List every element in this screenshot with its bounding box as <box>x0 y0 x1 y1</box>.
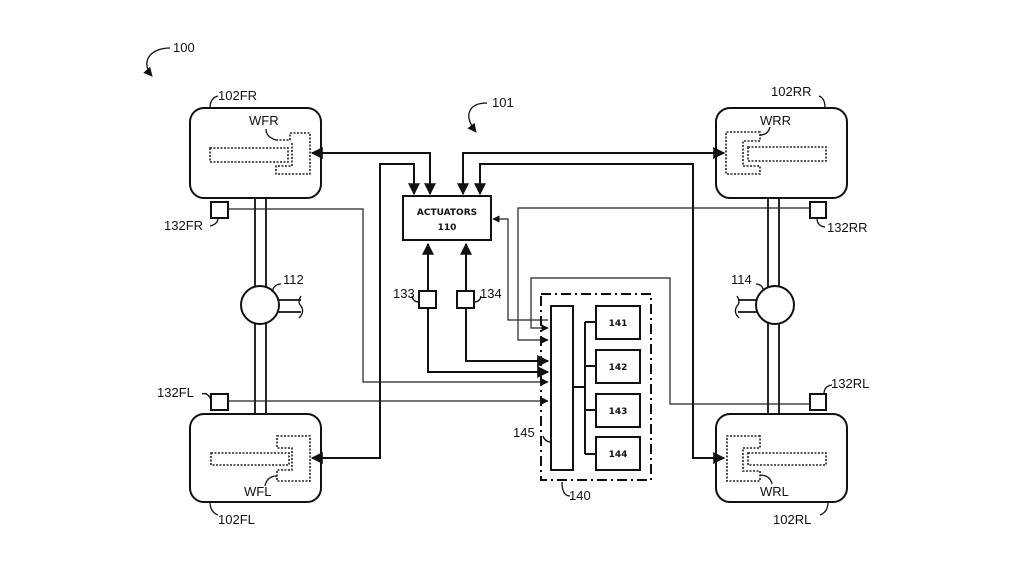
system-ref-label: 100 <box>173 40 195 55</box>
controller-140: 141 142 143 144 145 140 <box>513 293 652 503</box>
sensor-label: 132RL <box>831 376 869 391</box>
wheel-hub-icon <box>275 132 311 175</box>
sensor-134: 134 <box>456 242 550 367</box>
actuators-block: ACTUATORS 110 <box>402 195 492 241</box>
wheel-module-front-left: WFL 102FL <box>189 413 322 527</box>
system-ref-leader-arrow <box>143 47 171 77</box>
wheel-module-rear-left: WRL 102RL <box>715 413 848 527</box>
front-axle <box>254 198 267 414</box>
wheel-label: WRR <box>760 113 791 128</box>
controller-boundary <box>540 293 652 481</box>
actuators-title: ACTUATORS <box>417 208 477 218</box>
wheel-label: WRL <box>760 484 789 499</box>
sensor-label: 134 <box>480 286 502 301</box>
wheel-module-front-right: WFR 102FR <box>189 88 322 199</box>
wheel-shaft-icon <box>210 452 290 466</box>
bus-ref-label: 145 <box>513 425 535 440</box>
module-label: 142 <box>609 363 628 373</box>
sensor-wires <box>228 207 810 405</box>
wheel-hub-icon <box>276 435 311 482</box>
system-reference: 100 <box>143 40 195 77</box>
module-144 <box>595 436 641 471</box>
controller-bus <box>550 305 574 471</box>
module-label: 144 <box>609 450 628 460</box>
rear-differential-circle <box>755 285 795 325</box>
wheel-module-ref: 102RL <box>773 512 811 527</box>
sensor-box <box>809 201 827 219</box>
module-143 <box>595 393 641 428</box>
actuator-wires <box>310 147 726 464</box>
wheel-sensor-rear-left: 132RL <box>809 376 869 411</box>
sensor-133: 133 <box>393 242 550 378</box>
rear-differential-label: 114 <box>731 272 752 287</box>
rear-axle <box>767 198 780 414</box>
sensor-box <box>456 290 475 309</box>
subsystem-ref-leader-arrow <box>467 102 488 133</box>
wheel-sensor-rear-right: 132RR <box>809 201 867 235</box>
wheel-module-ref: 102FR <box>218 88 257 103</box>
wheel-module-rear-right: WRR 102RR <box>715 84 848 199</box>
front-differential-label: 112 <box>283 272 304 287</box>
wire-132rl <box>530 277 810 405</box>
wire-actuator-fr <box>310 147 436 196</box>
sensor-label: 133 <box>393 286 415 301</box>
wheel-shaft-icon <box>747 452 827 466</box>
sensor-label: 132FR <box>164 218 203 233</box>
wire-132rr <box>517 207 810 344</box>
subsystem-ref-label: 101 <box>492 95 514 110</box>
wheel-label: WFL <box>244 484 271 499</box>
wheel-module-ref: 102FL <box>218 512 255 527</box>
actuators-box <box>402 195 492 241</box>
wire-controller-actuators <box>492 215 548 321</box>
wheel-sensor-front-right: 132FR <box>164 201 229 233</box>
wire-132fr <box>228 208 549 386</box>
sensor-box <box>418 290 437 309</box>
wheel-hub-icon <box>726 435 761 482</box>
wheel-module-ref: 102RR <box>771 84 811 99</box>
controller-ref-label: 140 <box>569 488 591 503</box>
rear-differential: 114 <box>731 272 795 325</box>
actuators-ref: 110 <box>438 223 457 233</box>
sensor-box <box>210 393 229 411</box>
wheel-shaft-icon <box>747 146 827 162</box>
front-differential-circle <box>240 285 280 325</box>
wheel-shaft-icon <box>209 147 289 163</box>
wire-actuator-rl <box>474 163 726 464</box>
subsystem-reference: 101 <box>467 95 514 133</box>
sensor-box <box>809 393 827 411</box>
module-142 <box>595 349 641 384</box>
wire-actuator-rr <box>457 147 726 196</box>
sensor-box <box>210 201 229 219</box>
sensor-label: 132RR <box>827 220 867 235</box>
sensor-label: 132FL <box>157 385 194 400</box>
module-label: 143 <box>609 407 628 417</box>
wheel-label: WFR <box>249 113 279 128</box>
wheel-sensor-front-left: 132FL <box>157 385 229 411</box>
module-label: 141 <box>609 319 628 329</box>
front-differential: 112 <box>240 272 304 325</box>
module-141 <box>595 305 641 340</box>
wire-actuator-fl <box>310 163 420 464</box>
